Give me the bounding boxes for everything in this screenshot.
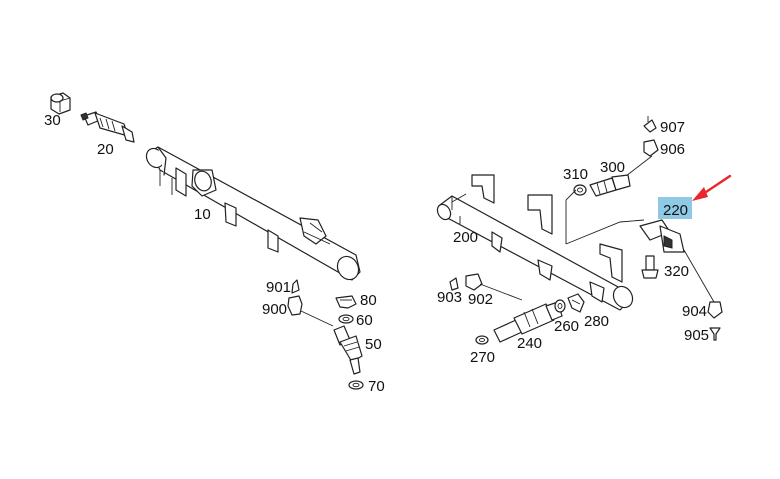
label-260: 260: [554, 318, 579, 335]
label-906: 906: [660, 141, 685, 158]
part-905-clip: [709, 327, 721, 341]
part-30-cap: [50, 92, 71, 115]
part-300-sensor: [589, 174, 631, 197]
part-220-sensor: [639, 219, 715, 303]
label-300: 300: [600, 159, 625, 176]
label-10: 10: [194, 206, 211, 223]
label-905: 905: [684, 327, 709, 344]
label-310: 310: [563, 166, 588, 183]
label-60: 60: [356, 312, 373, 329]
label-30: 30: [44, 112, 61, 129]
label-320: 320: [664, 263, 689, 280]
highlight-box-220: [658, 197, 692, 219]
part-310-oring: [573, 184, 587, 196]
label-50: 50: [365, 336, 382, 353]
part-60-oring: [338, 314, 354, 324]
label-907: 907: [660, 119, 685, 136]
label-903: 903: [437, 289, 462, 306]
label-900: 900: [262, 301, 287, 318]
label-80: 80: [360, 292, 377, 309]
part-80-clip: [335, 295, 357, 309]
label-200: 200: [453, 229, 478, 246]
part-70-oring: [348, 380, 364, 390]
label-902: 902: [468, 291, 493, 308]
pointer-arrow: [692, 174, 732, 201]
part-260-oring: [554, 299, 566, 313]
part-904-connector: [707, 301, 723, 319]
part-903-clip: [449, 277, 459, 291]
label-240: 240: [517, 335, 542, 352]
part-900-connector: [287, 295, 334, 327]
label-901: 901: [266, 279, 291, 296]
label-70: 70: [368, 378, 385, 395]
part-200-fuel-rail: [436, 174, 645, 311]
part-20-sensor: [80, 111, 135, 143]
part-901-clip: [291, 279, 300, 294]
part-240-injector: [493, 301, 563, 343]
part-270-oring: [475, 335, 489, 345]
label-20: 20: [97, 141, 114, 158]
label-904: 904: [682, 303, 707, 320]
part-320-bolt: [641, 255, 659, 279]
part-906-connector: [625, 139, 659, 177]
label-220: 220: [663, 202, 688, 219]
part-907-clip: [643, 116, 657, 133]
part-280-clip: [567, 293, 585, 313]
label-280: 280: [584, 313, 609, 330]
part-50-injector: [333, 325, 363, 375]
part-902-connector: [465, 273, 523, 301]
part-10-fuel-rail: [145, 146, 361, 281]
label-270: 270: [470, 349, 495, 366]
